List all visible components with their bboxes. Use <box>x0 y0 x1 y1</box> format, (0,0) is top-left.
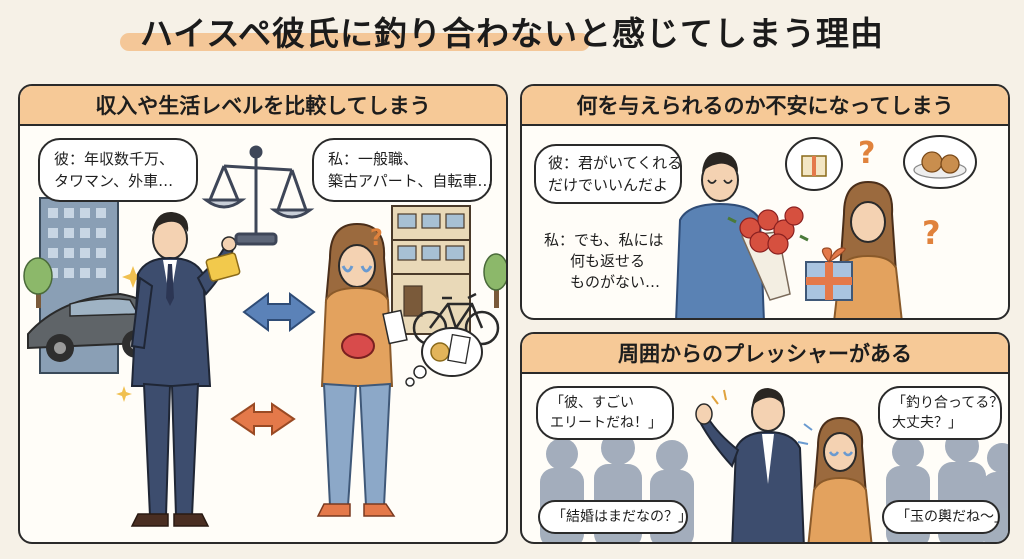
speech-bubble-him: 彼：君がいてくれる だけでいいんだよ <box>534 144 682 204</box>
woman-worried <box>316 222 408 517</box>
speech-bubble-tama: 「玉の輿だね〜」 <box>882 500 1008 534</box>
panel-anxiety-heading: 何を与えられるのか不安になってしまう <box>522 86 1008 126</box>
sparkle-icon <box>122 266 144 288</box>
old-apartment <box>391 205 471 335</box>
speech-bubble-me: 私：一般職、 築古アパート、自転車… <box>312 138 492 202</box>
rose-bouquet <box>727 206 809 301</box>
inner-voice-me: 私：でも、私には 何も返せる ものがない… <box>544 231 664 291</box>
question-mark-icon: ? <box>370 226 383 251</box>
thought-bubble-coins <box>405 327 483 387</box>
title-wrap: ハイスペ彼氏に釣り合わないと感じてしまう理由 <box>0 8 1024 60</box>
panel-pressure-heading: 周囲からのプレッシャーがある <box>522 334 1008 374</box>
title-highlight <box>120 33 590 51</box>
tree <box>23 257 53 308</box>
panel-compare-heading: 収入や生活レベルを比較してしまう <box>20 86 506 126</box>
speech-bubble-elite: 「彼、すごい エリートだね！」 <box>536 386 674 440</box>
blue-double-arrow <box>242 292 316 332</box>
thought-bubble-cookies <box>903 135 977 189</box>
woman-crying <box>797 416 873 542</box>
orange-double-arrow <box>230 402 296 436</box>
pressure-illustration <box>540 388 1008 542</box>
speech-bubble-marriage: 「結婚はまだなの？」 <box>538 500 692 534</box>
speech-bubble-match: 「釣り合ってる？ 大丈夫？」 <box>878 386 1003 440</box>
sparkle-icon <box>116 386 132 402</box>
panel-compare: 収入や生活レベルを比較してしまう <box>18 84 508 544</box>
panel-pressure: 周囲からのプレッシャーがある <box>520 332 1010 544</box>
man-waving <box>695 388 805 542</box>
question-mark-icon: ? <box>922 214 941 252</box>
compare-illustration <box>23 145 506 527</box>
woman-holding-gift <box>805 180 903 318</box>
question-mark-icon: ? <box>858 136 876 171</box>
balance-scale <box>201 145 315 246</box>
panel-anxiety: 何を与えられるのか不安になってしまう <box>520 84 1010 320</box>
tree <box>483 253 506 308</box>
speech-bubble-him: 彼：年収数千万、 タワマン、外車… <box>38 138 198 202</box>
page-title: ハイスペ彼氏に釣り合わないと感じてしまう理由 <box>139 14 885 53</box>
anxiety-illustration <box>675 135 977 318</box>
thought-bubble-gift <box>785 137 843 191</box>
man-in-suit <box>130 211 241 527</box>
